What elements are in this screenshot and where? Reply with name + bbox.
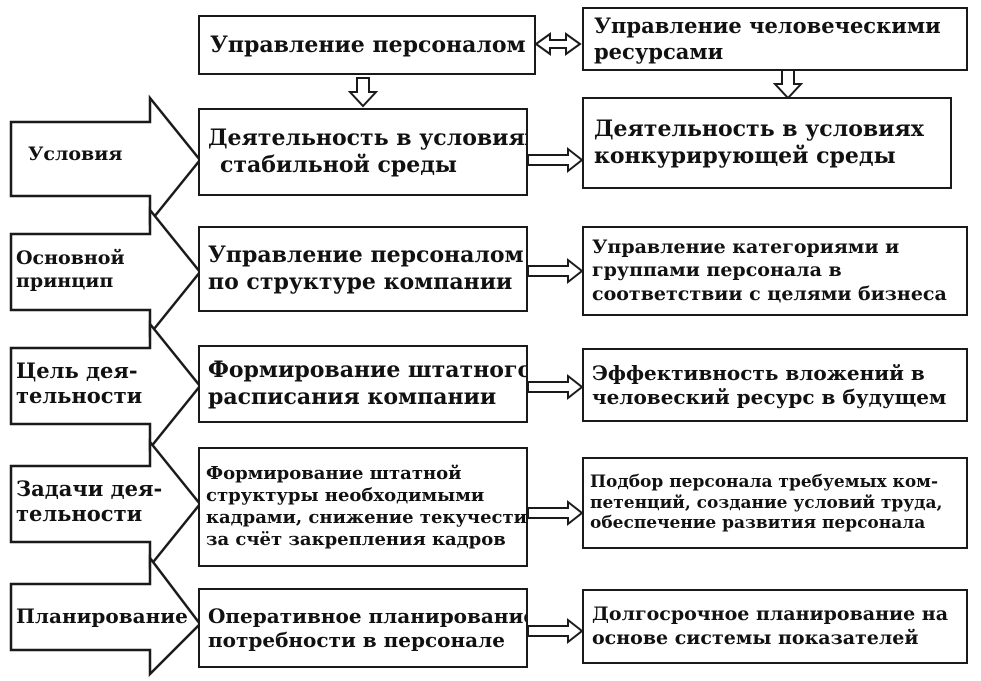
box-investment-efficiency: Эффективность вложений в человеский ресу… — [582, 348, 968, 422]
box-category-management: Управление категориями и группами персон… — [582, 226, 968, 316]
row-arrow-icon-5 — [527, 617, 584, 645]
chevron-goal — [9, 320, 202, 452]
box-human-resources: Управление человеческими ресурсами — [582, 7, 968, 71]
box-long-term-planning: Долгосрочное планирование на основе сист… — [582, 589, 968, 664]
label-conditions: Условия — [28, 143, 123, 165]
chevron-tasks — [9, 438, 202, 570]
chevron-conditions — [9, 94, 202, 226]
box-personnel-management-text: Управление персоналом — [210, 31, 526, 58]
box-staff-schedule: Формирование штатного расписания компани… — [198, 345, 528, 423]
chevron-principle — [9, 206, 202, 338]
double-arrow-icon — [534, 32, 582, 56]
box-personnel-management: Управление персоналом — [198, 15, 536, 75]
row-arrow-icon-1 — [527, 146, 584, 174]
box-staff-structure: Формирование штатной структуры необходим… — [198, 447, 528, 567]
box-stable-environment: Деятельность в условиях стабильной среды — [198, 108, 528, 196]
down-arrow-left-icon — [347, 77, 379, 108]
label-activity-goal: Цель дея- тельности — [16, 358, 143, 409]
label-planning: Планирование — [16, 604, 188, 628]
chevron-planning — [9, 554, 202, 678]
row-arrow-icon-3 — [527, 373, 584, 401]
row-arrow-icon-4 — [527, 499, 584, 527]
box-recruitment-development: Подбор персонала требуемых ком- петенций… — [582, 457, 968, 549]
box-human-resources-line-2: ресурсами — [594, 39, 724, 64]
label-main-principle: Основной принцип — [16, 247, 125, 292]
row-arrow-icon-2 — [527, 257, 584, 285]
down-arrow-right-icon — [772, 69, 804, 100]
box-operational-planning: Оперативное планирование потребности в п… — [198, 588, 528, 668]
box-structure-management: Управление персоналом по структуре компа… — [198, 226, 528, 312]
box-human-resources-line-1: Управление человеческими — [594, 13, 941, 39]
label-activity-tasks: Задачи дея- тельности — [16, 476, 163, 527]
box-competitive-environment: Деятельность в условиях конкурирующей ср… — [582, 97, 952, 189]
